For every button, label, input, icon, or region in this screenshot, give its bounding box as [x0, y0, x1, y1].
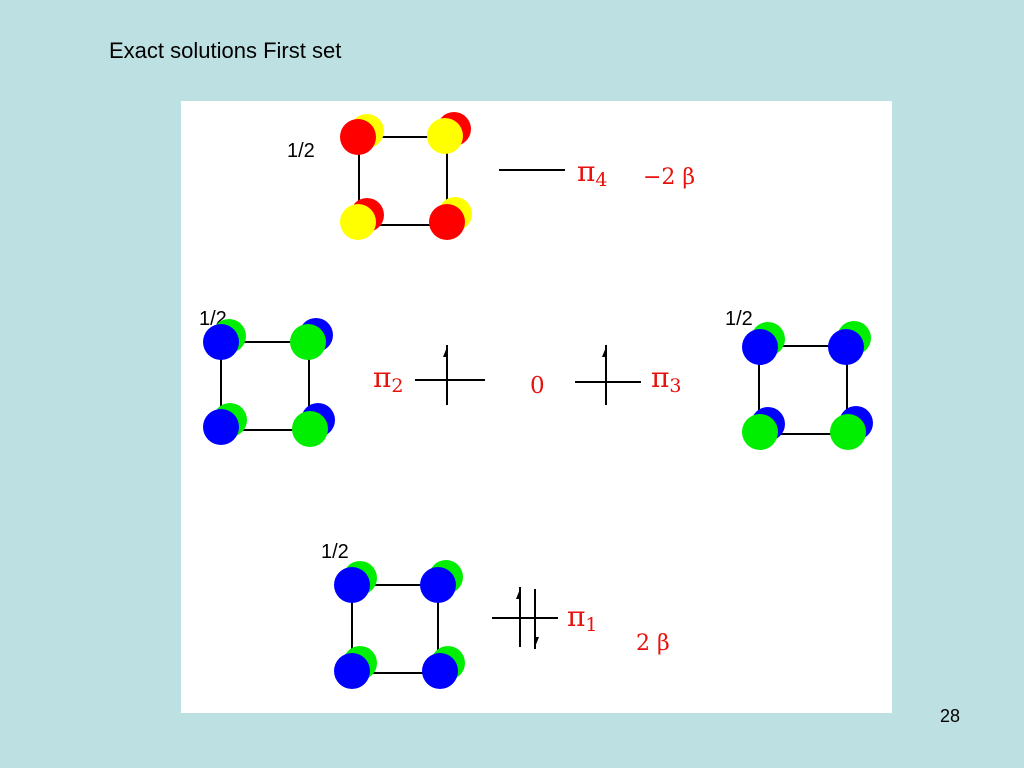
- pi1-coefficient: 1/2: [321, 541, 349, 563]
- orbital-pi2: 1/2 π2 0: [199, 308, 545, 447]
- diagram-panel: 1/2 π4 −2 β 1/2 π2: [181, 101, 892, 713]
- pi3-ring: [758, 345, 848, 435]
- slide-title: Exact solutions First set: [109, 38, 342, 63]
- pi1-electron-down-arrowhead: [535, 637, 539, 647]
- orbital-pi3: π3 1/2: [575, 308, 873, 450]
- pi3-label: π3: [651, 361, 682, 397]
- pi1-label: π1: [567, 600, 598, 636]
- pi1-energy: 2 β: [636, 631, 670, 656]
- pi2-lobe-front: [290, 324, 326, 360]
- pi3-coefficient: 1/2: [725, 308, 753, 330]
- pi4-lobe-front: [429, 204, 465, 240]
- page-number: 28: [940, 706, 961, 726]
- pi1-lobe-front: [422, 653, 458, 689]
- pi4-lobe-front: [427, 118, 463, 154]
- pi2-label: π2: [373, 361, 404, 397]
- pi3-lobe-front: [742, 414, 778, 450]
- pi1-lobe-front: [334, 653, 370, 689]
- pi3-lobe-front: [830, 414, 866, 450]
- pi3-lobe-front: [828, 329, 864, 365]
- pi1-lobe-front: [334, 567, 370, 603]
- pi1-electron-up-arrowhead: [516, 589, 520, 599]
- pi2-lobe-front: [203, 409, 239, 445]
- pi2-pi3-energy: 0: [530, 373, 545, 399]
- pi4-energy: −2 β: [643, 165, 695, 190]
- pi2-lobe-front: [203, 324, 239, 360]
- pi1-lobe-front: [420, 567, 456, 603]
- pi4-lobe-front: [340, 204, 376, 240]
- pi4-label: π4: [577, 155, 608, 191]
- pi2-electron-arrowhead: [443, 347, 447, 357]
- orbital-pi1: 1/2 π1 2 β: [321, 541, 670, 689]
- mo-diagram: 1/2 π4 −2 β 1/2 π2: [199, 112, 873, 689]
- pi4-coefficient: 1/2: [287, 140, 315, 162]
- pi3-electron-arrowhead: [602, 347, 606, 357]
- pi4-ring: [358, 136, 448, 226]
- orbital-pi4: 1/2 π4 −2 β: [287, 112, 695, 240]
- pi2-ring: [220, 341, 310, 431]
- pi3-lobe-front: [742, 329, 778, 365]
- pi1-ring: [351, 584, 439, 674]
- pi2-lobe-front: [292, 411, 328, 447]
- pi4-lobe-front: [340, 119, 376, 155]
